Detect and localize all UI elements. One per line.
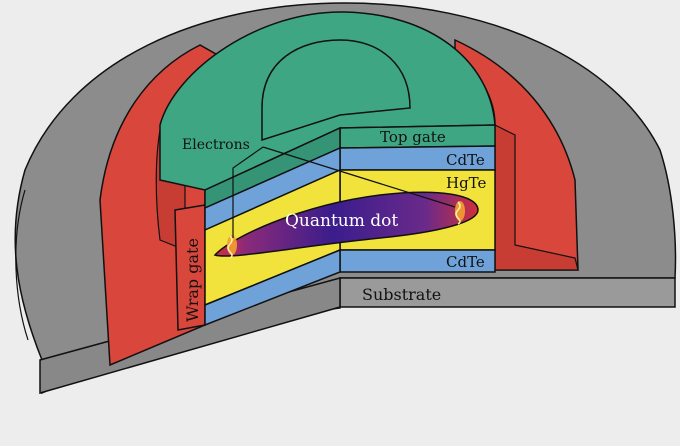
hgte-label: HgTe: [446, 174, 487, 192]
electron-marker-right: [455, 201, 465, 225]
electron-marker-left: [227, 235, 237, 259]
substrate-front-left: [39, 277, 341, 394]
cdte-bottom-front-left: [204, 248, 341, 327]
electrons-label: Electrons: [182, 137, 250, 153]
electrons-leader-left: [232, 146, 264, 238]
cdte-top-label: CdTe: [446, 151, 485, 169]
substrate-label: Substrate: [362, 285, 441, 304]
top-gate-inner-ring: [261, 39, 411, 142]
top-gate-label: Top gate: [380, 128, 446, 146]
substrate-left-edge: [15, 189, 29, 341]
quantum-dot-label: Quantum dot: [285, 211, 398, 231]
electrons-leader-right: [262, 146, 456, 208]
wrap-gate-label: Wrap gate: [183, 238, 202, 322]
cdte-bottom-label: CdTe: [446, 253, 485, 271]
quantum-dot: [213, 191, 479, 257]
